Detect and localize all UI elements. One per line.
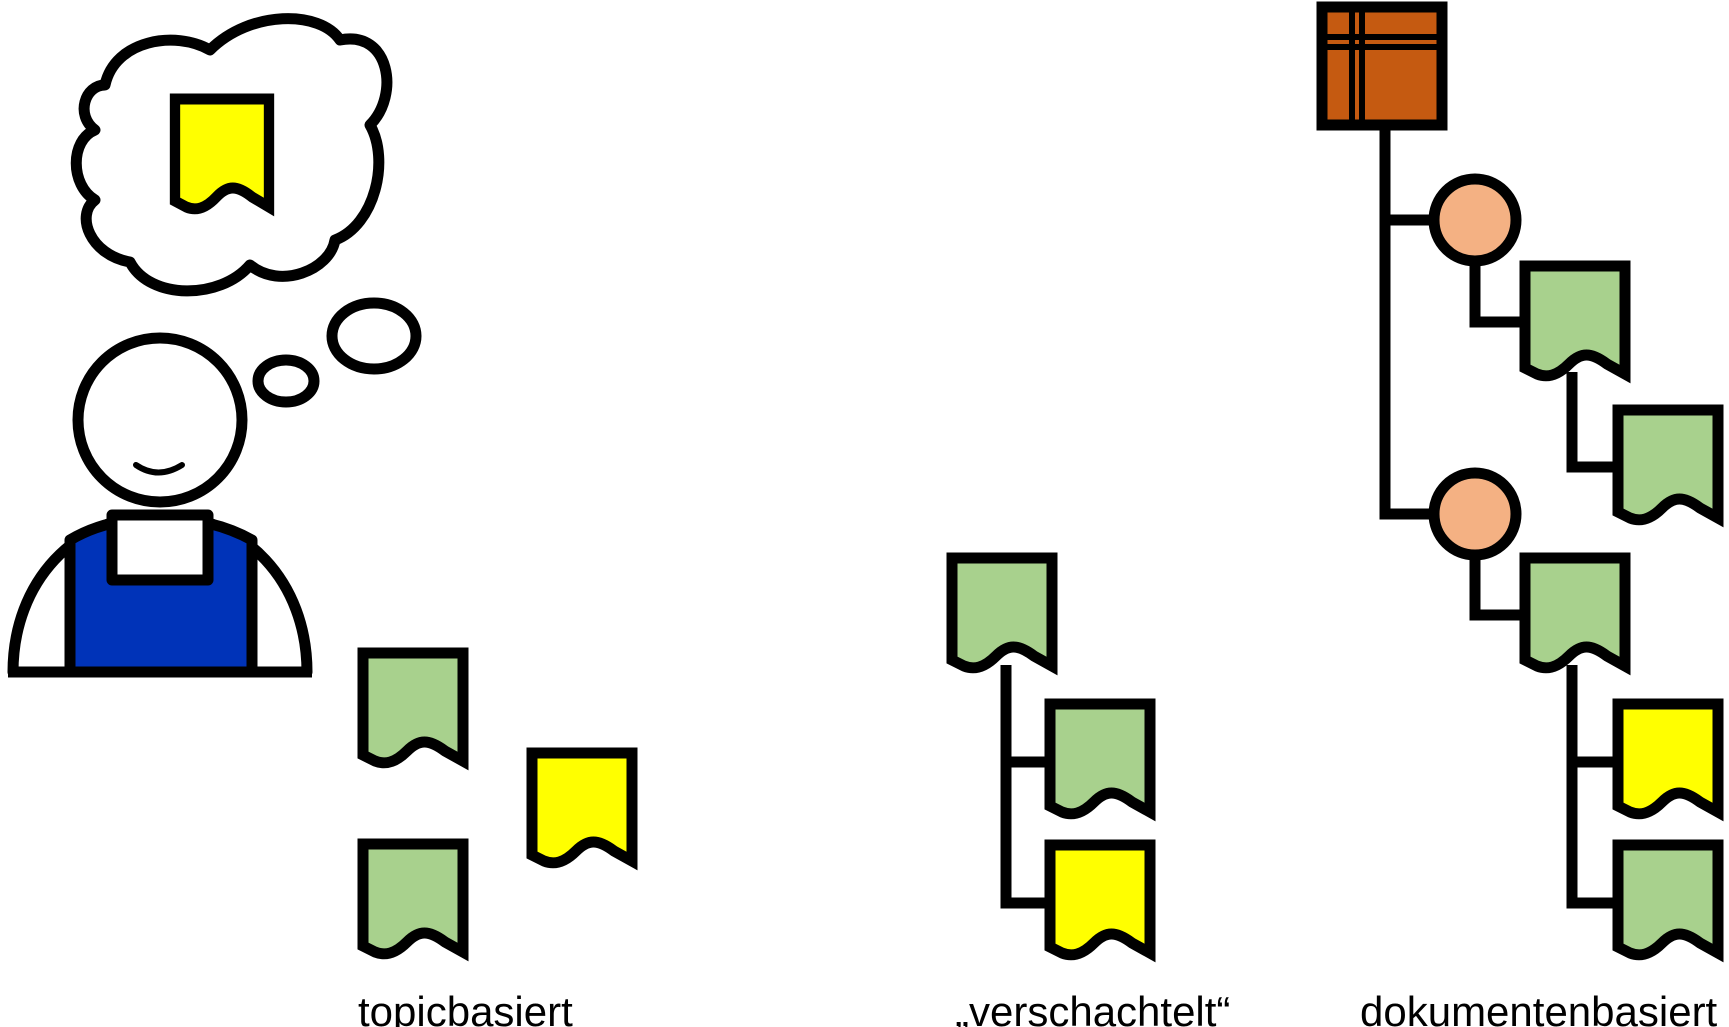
topic-icon [532, 753, 632, 863]
chapter-node-icon [1434, 179, 1516, 261]
topic-icon [363, 844, 463, 954]
topic-icon [1050, 704, 1150, 814]
topic-icon [1525, 266, 1625, 376]
topic-icon [1618, 410, 1718, 520]
topic-icon [952, 558, 1052, 668]
chapter-node-icon [1434, 473, 1516, 555]
nested-group [952, 558, 1150, 955]
thought-topic-icon [175, 99, 269, 209]
topic-icon [363, 653, 463, 763]
ditamap-icon [1322, 7, 1442, 125]
topic-icon [1618, 845, 1718, 955]
topic-icon [1618, 704, 1718, 814]
topic-based-group [363, 653, 632, 954]
document-based-group [1322, 7, 1718, 955]
caption-document-based: dokumentenbasiert [1360, 988, 1718, 1027]
caption-topic-based: topicbasiert [358, 988, 573, 1027]
topic-icon [1050, 845, 1150, 955]
caption-nested: „verschachtelt“ [955, 988, 1230, 1027]
topic-icon [1525, 558, 1625, 668]
